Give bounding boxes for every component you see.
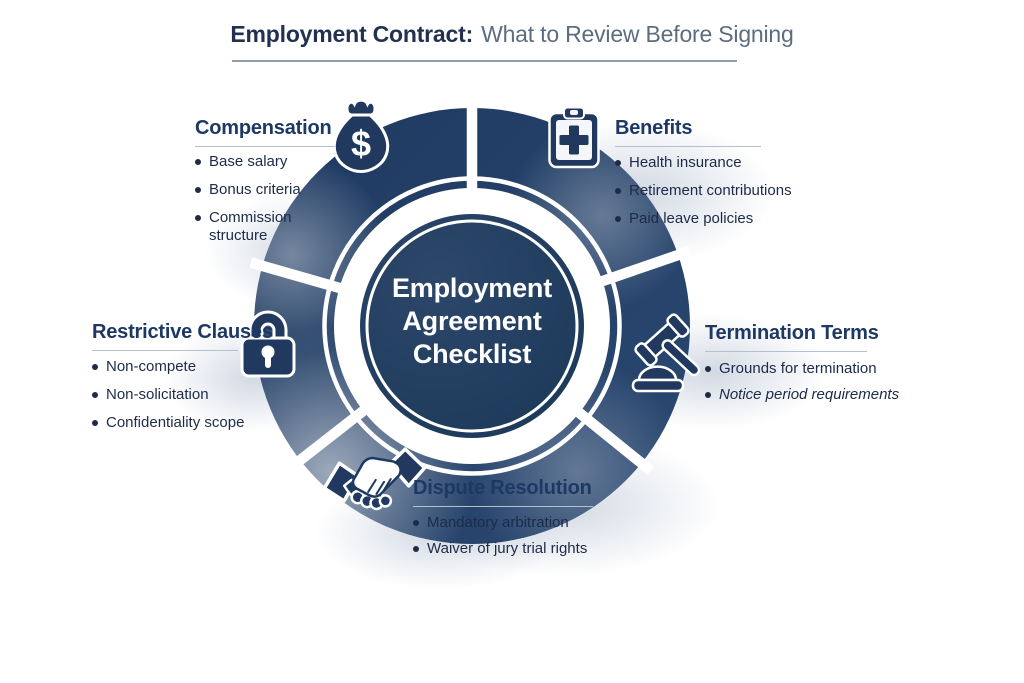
handshake-icon (322, 447, 427, 511)
bullet-dot (92, 419, 98, 426)
list-item: Notice period requirements (705, 386, 915, 405)
bullet-dot (92, 364, 98, 370)
bullet-text: Notice period requirements (719, 385, 900, 403)
list-item: Bonus criteria (195, 181, 325, 200)
page-title-accent: Employment Contract: (230, 21, 474, 47)
bullet-dot (615, 215, 621, 222)
bullet-text: Paid leave policies (629, 209, 754, 227)
svg-text:$: $ (351, 123, 371, 164)
bullet-dot (615, 160, 621, 166)
bullet-dot (195, 186, 201, 193)
bullet-dot (92, 391, 98, 398)
list-item: Grounds for termination (705, 360, 915, 379)
ring-segment-gaps (249, 96, 692, 475)
center-medallion-ring (365, 219, 579, 433)
bullet-text: Grounds for termination (719, 360, 877, 377)
bullet-dot (413, 545, 419, 552)
bullet-text: Confidentiality scope (106, 413, 245, 431)
center-medallion (360, 214, 584, 438)
list-item: Waiver of jury trial rights (413, 540, 623, 559)
page-title-subtitle: What to Review Before Signing (481, 21, 794, 47)
list-item: Non-compete (92, 358, 272, 377)
compensation-items: Base salary Bonus criteria Commission st… (195, 153, 325, 255)
medical-clipboard-icon (548, 106, 600, 169)
bullet-text: Retirement contributions (629, 181, 792, 199)
list-item: Confidentiality scope (92, 414, 272, 433)
dispute-resolution-items: Mandatory arbitration Waiver of jury tri… (413, 514, 623, 566)
bullet-dot (705, 366, 711, 372)
bullet-text: Health insurance (629, 154, 742, 171)
center-line-2: Agreement (402, 305, 542, 336)
bullet-dot (615, 187, 621, 194)
title-divider (232, 60, 737, 62)
list-item: Mandatory arbitration (413, 514, 623, 533)
termination-heading: Termination Terms (705, 322, 879, 352)
bullet-dot (705, 391, 711, 398)
bullet-text: Non-solicitation (106, 385, 209, 403)
bullet-text: Waiver of jury trial rights (427, 539, 588, 557)
gavel-icon (631, 313, 701, 393)
list-item: Retirement contributions (615, 182, 825, 201)
bullet-dot (195, 159, 201, 165)
padlock-icon (240, 310, 296, 378)
bullet-text: Base salary (209, 153, 288, 170)
benefits-heading: Benefits (615, 117, 761, 147)
money-bag-icon: $ (332, 99, 390, 174)
list-item: Non-solicitation (92, 386, 272, 405)
bullet-text: Bonus criteria (209, 180, 301, 198)
bullet-text: Non-compete (106, 358, 197, 375)
center-title: Employment Agreement Checklist (352, 272, 592, 371)
restrictive-clauses-items: Non-compete Non-solicitation Confidentia… (92, 358, 272, 441)
termination-items: Grounds for termination Notice period re… (705, 360, 915, 412)
bullet-text: Commission structure (209, 208, 292, 245)
bullet-dot (413, 520, 419, 526)
compensation-heading: Compensation (195, 117, 335, 147)
bullet-text: Mandatory arbitration (427, 514, 569, 531)
center-line-3: Checklist (412, 338, 532, 369)
list-item: Paid leave policies (615, 210, 825, 229)
bullet-dot (195, 214, 201, 221)
list-item: Commission structure (195, 209, 325, 247)
center-line-1: Employment (391, 273, 553, 303)
page-title: Employment Contract: What to Review Befor… (0, 21, 1024, 48)
restrictive-clauses-heading: Restrictive Clauses (92, 321, 273, 351)
dispute-resolution-heading: Dispute Resolution (413, 477, 593, 507)
list-item: Base salary (195, 153, 325, 172)
benefits-items: Health insurance Retirement contribution… (615, 154, 825, 237)
list-item: Health insurance (615, 154, 825, 173)
